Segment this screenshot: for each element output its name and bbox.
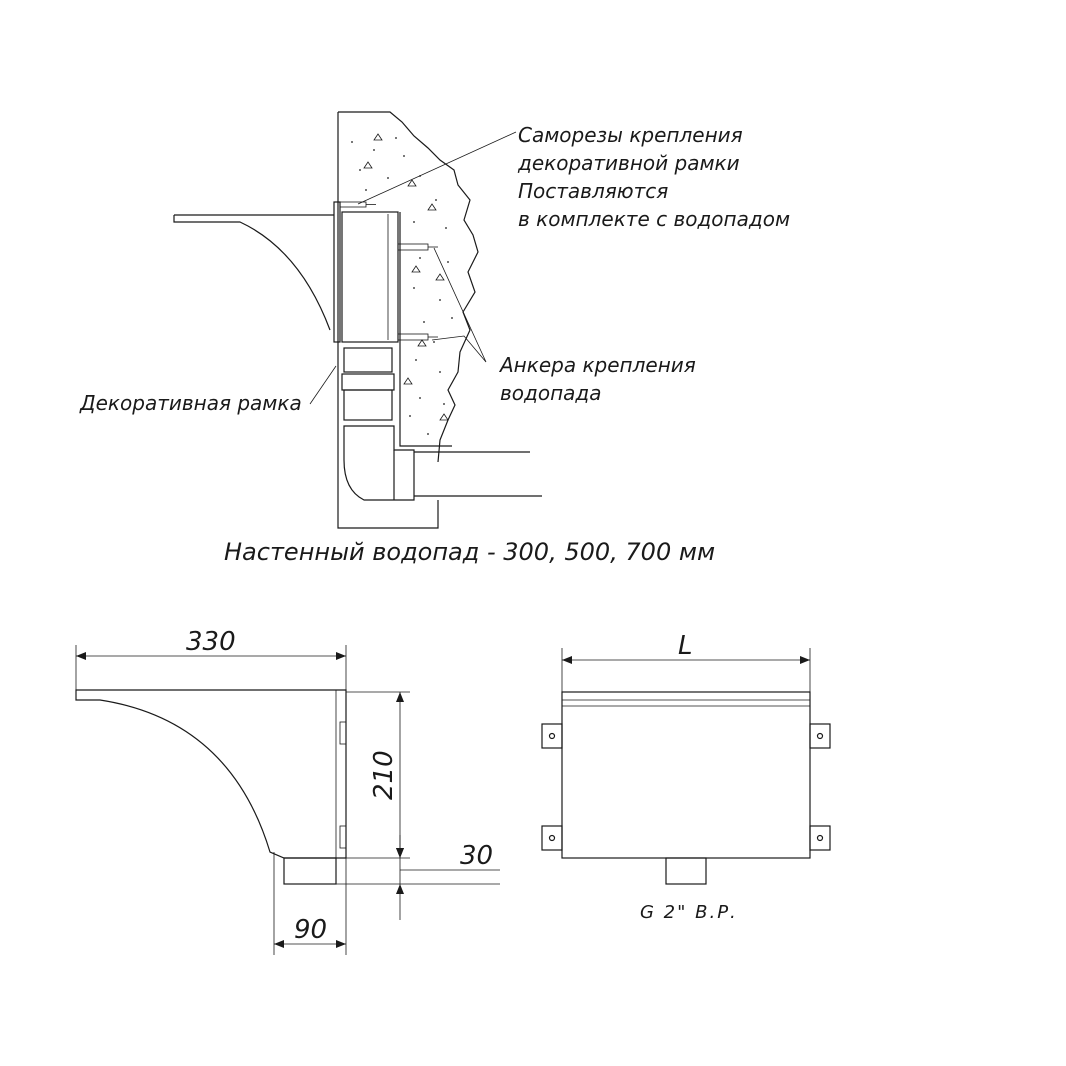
callout-screws-line1: Саморезы крепления bbox=[518, 123, 743, 147]
mounting-tab-top-left bbox=[541, 723, 563, 749]
wall-pocket bbox=[399, 212, 452, 447]
concrete-aggregate bbox=[363, 133, 449, 421]
front-body bbox=[561, 691, 811, 859]
anchor-screw-upper bbox=[397, 243, 438, 251]
waterfall-body bbox=[341, 211, 399, 343]
front-outlet bbox=[665, 857, 707, 885]
dim-210-label: 210 bbox=[369, 750, 399, 800]
wall-outline bbox=[337, 111, 479, 529]
side-body bbox=[75, 689, 347, 859]
side-view: 330 210 30 90 bbox=[75, 627, 500, 955]
anchor-screw-lower bbox=[397, 333, 438, 341]
leader-screws bbox=[357, 131, 517, 205]
pipe-fittings bbox=[341, 347, 415, 501]
section-view: Саморезы крепления декоративной рамки По… bbox=[79, 111, 790, 566]
side-outlet bbox=[283, 857, 337, 885]
dim-30-label: 30 bbox=[460, 841, 493, 871]
concrete-hatch bbox=[351, 137, 453, 435]
leader-frame bbox=[309, 365, 337, 405]
leader-anchors bbox=[431, 247, 487, 363]
dim-90-label: 90 bbox=[294, 915, 327, 945]
dim-330-label: 330 bbox=[186, 627, 236, 657]
drawing-caption: Настенный водопад - 300, 500, 700 мм bbox=[224, 538, 715, 566]
decorative-frame bbox=[333, 201, 341, 343]
frame-screw bbox=[339, 201, 376, 208]
callout-anchors-line1: Анкера крепления bbox=[498, 353, 696, 377]
callout-frame: Декоративная рамка bbox=[79, 391, 302, 415]
dim-l-label: L bbox=[678, 631, 693, 661]
callout-screws-line2: декоративной рамки bbox=[517, 151, 740, 175]
mounting-tab-bottom-left bbox=[541, 825, 563, 851]
mounting-tab-bottom-right bbox=[809, 825, 831, 851]
mounting-tab-top-right bbox=[809, 723, 831, 749]
callout-screws-line4: в комплекте с водопадом bbox=[518, 207, 790, 231]
spout-lip bbox=[173, 214, 334, 331]
outlet-thread-label: G 2" В.Р. bbox=[640, 902, 738, 923]
callout-anchors-line2: водопада bbox=[500, 381, 602, 405]
front-view: L G 2" В.Р. bbox=[541, 631, 831, 923]
callout-screws-line3: Поставляются bbox=[518, 179, 668, 203]
